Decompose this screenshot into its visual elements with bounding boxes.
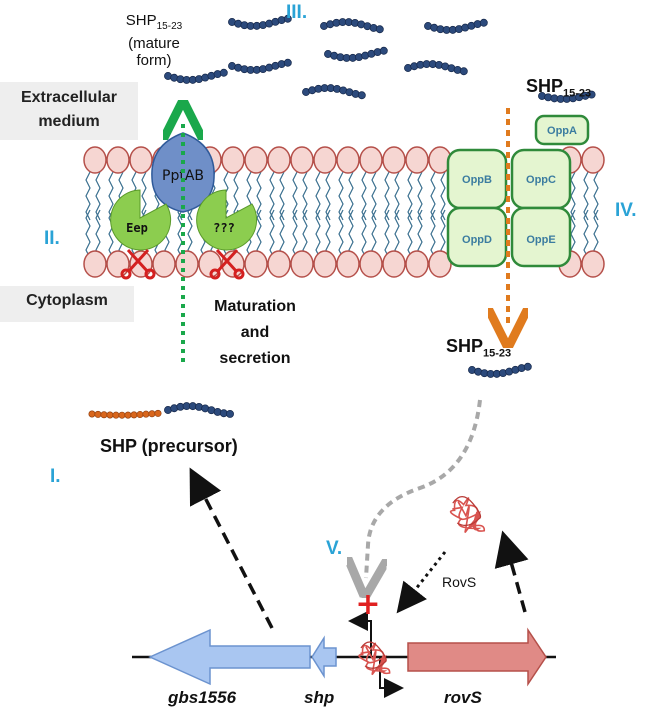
svg-text:OppC: OppC: [526, 174, 556, 186]
membrane-lipid-head: [106, 250, 130, 278]
oppd-subunit: [446, 206, 508, 268]
shp-peptide: [324, 46, 388, 62]
step-i-label: I.: [50, 466, 61, 487]
oppe-subunit: [510, 206, 572, 268]
shp-peptide: [302, 84, 366, 100]
step-iii-label: III.: [286, 2, 308, 23]
shp-extracellular-label: SHP15-23: [526, 76, 592, 100]
signaling-arrow: [366, 399, 482, 578]
scissors-icon: [120, 248, 156, 280]
shp-peptide: [468, 362, 532, 378]
opp-transporter: OppB OppC OppD OppE OppA: [446, 114, 590, 268]
shp-peptides: [88, 14, 596, 419]
membrane-lipid-head: [581, 146, 605, 174]
membrane-lipid-head: [83, 146, 107, 174]
extracellular-medium-label: Extracellular medium: [0, 82, 138, 140]
svg-text:OppA: OppA: [547, 125, 577, 137]
step-v-label: V.: [326, 538, 343, 559]
shp-mature-label: SHP15-23 (mature form): [125, 12, 183, 69]
membrane-lipid-head: [405, 250, 429, 278]
gene-shp-label: shp: [304, 688, 335, 707]
shp-peptide: [228, 58, 292, 74]
scissors-icon: [209, 248, 245, 280]
rovs-binding-arrow: [396, 551, 447, 614]
unknown-protease-label: ???: [213, 221, 235, 235]
gene-gbs1556: [148, 628, 311, 686]
membrane-lipid-head: [267, 250, 291, 278]
membrane-lipid-head: [244, 250, 268, 278]
shp-peptide: [164, 68, 228, 84]
translation-arrow: [189, 467, 274, 629]
membrane-lipid-head: [106, 146, 130, 174]
gene-gbs1556-label: gbs1556: [168, 688, 237, 707]
rovs-protein-label: RovS: [442, 574, 477, 590]
gene-rovs: [407, 627, 547, 687]
eep-label: Eep: [126, 221, 148, 235]
membrane-lipid-head: [83, 250, 107, 278]
step-iv-label: IV.: [615, 200, 637, 221]
rovs-protein: [449, 495, 486, 534]
shp-peptide: [164, 402, 234, 418]
shp-precursor-label: SHP (precursor): [100, 436, 238, 456]
membrane-lipid-head: [175, 250, 199, 278]
membrane-lipid-head: [382, 250, 406, 278]
membrane-lipid-head: [244, 146, 268, 174]
membrane-lipid-head: [313, 146, 337, 174]
activation-plus-icon: +: [355, 587, 380, 622]
membrane-lipid-head: [290, 146, 314, 174]
membrane-lipid-head: [336, 250, 360, 278]
svg-text:OppE: OppE: [526, 234, 555, 246]
shp-peptide: [228, 14, 292, 30]
membrane-lipid-head: [405, 146, 429, 174]
gene-rovs-label: rovS: [444, 688, 482, 707]
membrane-lipid-head: [221, 146, 245, 174]
maturation-secretion-label: Maturation and secretion: [214, 298, 296, 367]
shp-peptide: [424, 18, 488, 34]
membrane-lipid-head: [267, 146, 291, 174]
shp-peptide: [320, 18, 384, 34]
shp-internalized-label: SHP15-23: [446, 336, 512, 360]
oppa-subunit: [534, 114, 590, 146]
gene-shp: [311, 635, 337, 679]
membrane-lipid-head: [313, 250, 337, 278]
membrane-lipid-head: [428, 250, 452, 278]
cytoplasm-label: Cytoplasm: [0, 286, 134, 322]
membrane-lipid-head: [336, 146, 360, 174]
membrane-lipid-head: [152, 250, 176, 278]
cell-membrane: [83, 146, 605, 278]
membrane-lipid-head: [581, 250, 605, 278]
membrane-lipid-head: [129, 146, 153, 174]
rovs-expression-arrow: [494, 530, 529, 613]
eep-protease: Eep: [110, 189, 172, 251]
membrane-lipid-head: [382, 146, 406, 174]
pptab-label: PptAB: [162, 168, 204, 184]
shp-peptide: [404, 60, 468, 76]
svg-text:OppD: OppD: [462, 234, 492, 246]
step-ii-label: II.: [44, 228, 60, 249]
promoter-shp-icon: [348, 611, 372, 657]
membrane-lipid-head: [359, 250, 383, 278]
shp-peptide: [538, 90, 596, 103]
rovs-bound-protein: [358, 641, 391, 676]
membrane-lipid-head: [290, 250, 314, 278]
svg-text:OppB: OppB: [462, 174, 492, 186]
unknown-protease: ???: [196, 189, 258, 251]
membrane-lipid-head: [359, 146, 383, 174]
